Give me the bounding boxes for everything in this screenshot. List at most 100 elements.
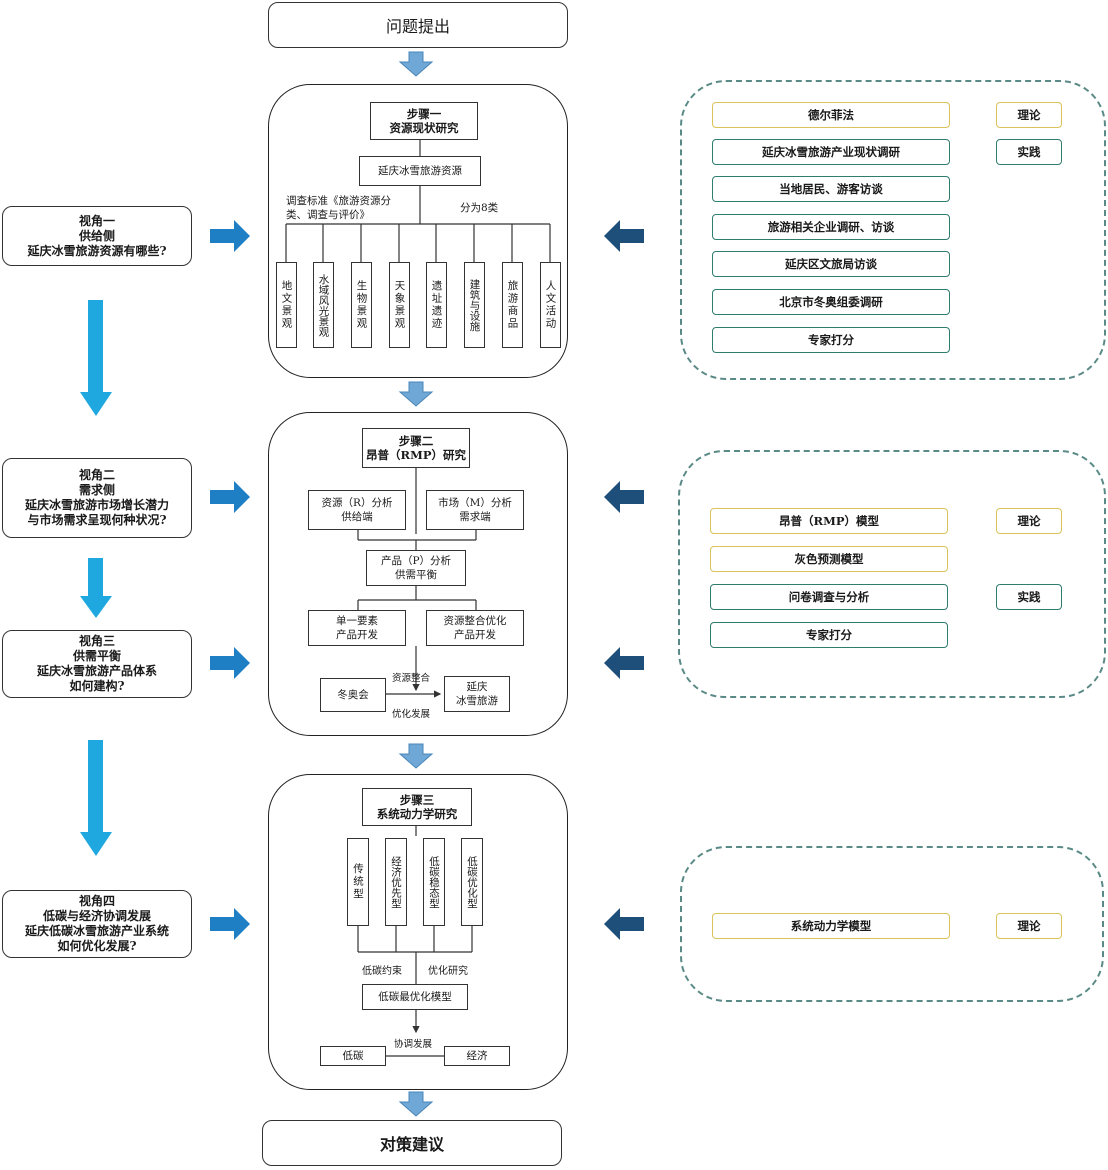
methods-panel-3 xyxy=(680,846,1104,1002)
tag-practice-2: 实践 xyxy=(996,584,1062,610)
perspective-2-line-2: 需求侧 xyxy=(78,483,115,497)
model-traditional-label: 传统型 xyxy=(352,863,364,901)
perspective-4-line-4: 如何优化发展? xyxy=(57,939,137,953)
low-carbon-label: 低碳 xyxy=(342,1050,364,1062)
right-arrow-2 xyxy=(210,481,250,513)
resource-analysis-line-2: 供给端 xyxy=(341,511,373,523)
perspective-2-line-3: 延庆冰雪旅游市场增长潜力 xyxy=(24,498,169,512)
category-6-label: 建筑与设施 xyxy=(468,278,481,332)
tag-theory-1: 理论 xyxy=(996,102,1062,128)
perspective-2-line-1: 视角二 xyxy=(78,468,115,482)
single-factor-box: 单一要素 产品开发 xyxy=(308,610,406,646)
countermeasure-title: 对策建议 xyxy=(379,1135,444,1154)
tag-practice-1-label: 实践 xyxy=(1017,145,1041,159)
method-industry-survey-label: 延庆冰雪旅游产业现状调研 xyxy=(762,145,900,159)
market-analysis-line-2: 需求端 xyxy=(459,511,491,523)
resource-integration-label: 资源整合 xyxy=(392,673,431,684)
step1-root-label: 延庆冰雪旅游资源 xyxy=(378,165,462,177)
category-1-label: 地文景观 xyxy=(280,280,293,330)
countermeasure-box: 对策建议 xyxy=(262,1120,562,1166)
method-delphi: 德尔菲法 xyxy=(712,102,950,128)
left-arrow-1 xyxy=(604,220,644,252)
method-questionnaire-label: 问卷调查与分析 xyxy=(788,590,870,604)
tag-practice-1: 实践 xyxy=(996,139,1062,165)
yanqing-line-1: 延庆 xyxy=(466,681,488,693)
left-arrow-4 xyxy=(604,908,644,940)
method-industry-survey: 延庆冰雪旅游产业现状调研 xyxy=(712,139,950,165)
perspective-1-line-3: 延庆冰雪旅游资源有哪些? xyxy=(27,243,167,258)
step1-left-note: 调查标准《旅游资源分类、调查与评价》 xyxy=(286,195,391,221)
method-grey-forecast: 灰色预测模型 xyxy=(710,546,948,572)
method-expert-scoring-1: 专家打分 xyxy=(712,327,950,353)
olympics-label: 冬奥会 xyxy=(337,689,369,701)
market-analysis-box: 市场（M）分析 需求端 xyxy=(426,490,524,530)
perspective-4-line-1: 视角四 xyxy=(78,894,115,908)
right-arrow-3 xyxy=(210,647,250,679)
optimization-study-label: 优化研究 xyxy=(428,966,468,977)
method-expert-scoring-2-label: 专家打分 xyxy=(806,628,852,642)
method-delphi-label: 德尔菲法 xyxy=(808,108,854,122)
single-factor-line-1: 单一要素 xyxy=(336,615,378,627)
perspective-2: 视角二 需求侧 延庆冰雪旅游市场增长潜力 与市场需求呈现何种状况? xyxy=(2,458,192,538)
coordinated-dev-label: 协调发展 xyxy=(394,1039,433,1050)
method-system-dynamics: 系统动力学模型 xyxy=(712,913,950,939)
model-low-carbon-stable-label: 低碳稳态型 xyxy=(428,855,440,909)
low-carbon-constraint-label: 低碳约束 xyxy=(362,966,402,977)
down-arrow-1 xyxy=(398,51,434,77)
perspective-2-line-4: 与市场需求呈现何种状况? xyxy=(27,513,167,527)
methods-panel-1 xyxy=(680,80,1106,380)
perspective-3-line-4: 如何建构? xyxy=(69,679,125,693)
olympics-box: 冬奥会 xyxy=(320,678,386,712)
perspective-arrow-1 xyxy=(80,300,112,416)
method-bureau-interview-label: 延庆区文旅局访谈 xyxy=(785,257,877,271)
tag-theory-3: 理论 xyxy=(996,913,1062,939)
step2-title-line-2: 昂普（RMP）研究 xyxy=(366,448,466,462)
category-4: 天象景观 xyxy=(389,262,410,348)
resource-analysis-line-1: 资源（R）分析 xyxy=(321,497,393,509)
methods-panel-2 xyxy=(678,450,1106,698)
integrated-line-2: 产品开发 xyxy=(454,629,496,641)
model-traditional: 传统型 xyxy=(347,838,369,926)
method-rmp-model: 昂普（RMP）模型 xyxy=(710,508,948,534)
perspective-arrow-2 xyxy=(80,558,112,618)
perspective-1: 视角一 供给侧 延庆冰雪旅游资源有哪些? xyxy=(2,206,192,266)
category-1: 地文景观 xyxy=(276,262,297,348)
method-enterprise-survey: 旅游相关企业调研、访谈 xyxy=(712,214,950,240)
method-resident-interview-label: 当地居民、游客访谈 xyxy=(779,182,883,196)
category-7: 旅游商品 xyxy=(502,262,523,348)
step3-title-line-1: 步骤三 xyxy=(399,793,435,807)
method-expert-scoring-1-label: 专家打分 xyxy=(808,333,854,347)
category-5-label: 遗址遗迹 xyxy=(430,280,443,330)
method-bureau-interview: 延庆区文旅局访谈 xyxy=(712,251,950,277)
down-arrow-3 xyxy=(398,743,434,769)
step1-title-line-2: 资源现状研究 xyxy=(389,121,459,135)
product-analysis-line-1: 产品（P）分析 xyxy=(380,555,452,567)
tag-practice-2-label: 实践 xyxy=(1017,590,1041,604)
optimal-model-label: 低碳最优化模型 xyxy=(378,991,452,1003)
method-enterprise-survey-label: 旅游相关企业调研、访谈 xyxy=(767,220,895,234)
step1-title-line-1: 步骤一 xyxy=(406,107,442,121)
single-factor-line-2: 产品开发 xyxy=(336,629,378,641)
model-low-carbon-stable: 低碳稳态型 xyxy=(423,838,445,926)
problem-box: 问题提出 xyxy=(268,2,568,48)
tag-theory-1-label: 理论 xyxy=(1017,108,1041,122)
tag-theory-2-label: 理论 xyxy=(1017,514,1041,528)
perspective-1-line-1: 视角一 xyxy=(78,213,115,228)
left-arrow-3 xyxy=(604,647,644,679)
perspective-3-line-3: 延庆冰雪旅游产品体系 xyxy=(36,664,157,678)
yanqing-line-2: 冰雪旅游 xyxy=(456,695,498,707)
low-carbon-box: 低碳 xyxy=(320,1046,386,1066)
perspective-3: 视角三 供需平衡 延庆冰雪旅游产品体系 如何建构? xyxy=(2,630,192,698)
category-4-label: 天象景观 xyxy=(393,280,406,330)
optimal-model-box: 低碳最优化模型 xyxy=(362,984,468,1010)
optimize-dev-label: 优化发展 xyxy=(392,709,431,720)
category-8-label: 人文活动 xyxy=(544,280,557,330)
method-questionnaire: 问卷调查与分析 xyxy=(710,584,948,610)
category-3-label: 生物景观 xyxy=(355,280,368,330)
perspective-1-line-2: 供给侧 xyxy=(78,228,115,243)
model-economy-first-label: 经济优先型 xyxy=(390,855,402,909)
method-system-dynamics-label: 系统动力学模型 xyxy=(790,919,872,933)
step3-title: 步骤三 系统动力学研究 xyxy=(362,788,472,826)
product-analysis-box: 产品（P）分析 供需平衡 xyxy=(366,550,466,586)
